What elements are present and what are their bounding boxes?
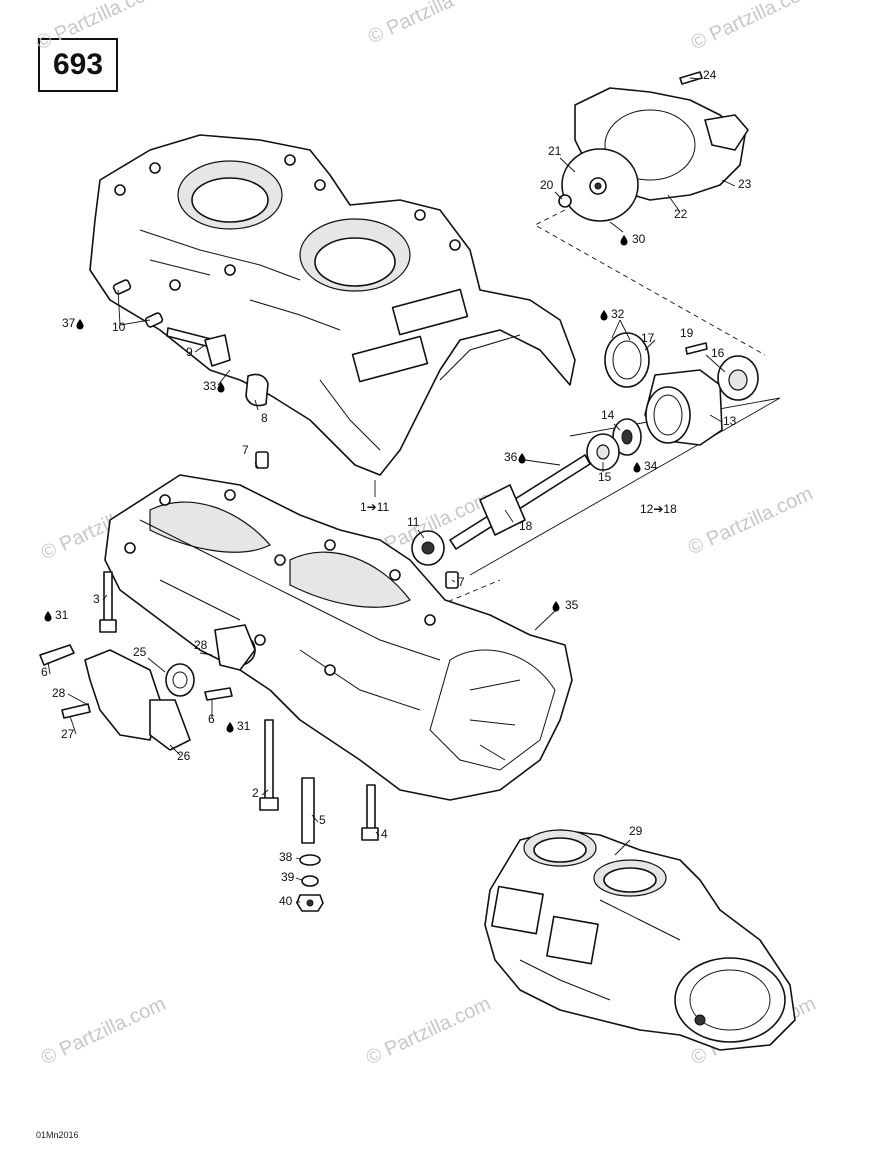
callout-c26: 26	[177, 749, 191, 763]
callout-c37: 37	[62, 316, 76, 330]
callout-c2: 2	[252, 786, 259, 800]
callout-c28b: 28	[52, 686, 66, 700]
callout-c21: 21	[548, 144, 562, 158]
page-number: 693	[52, 48, 104, 81]
oil-drop-icon	[76, 319, 84, 330]
oil-pump-parts	[39, 624, 256, 751]
watermark: © Partzilla.com	[33, 0, 164, 55]
upper-small-parts	[112, 279, 269, 407]
callout-c18: 18	[519, 519, 533, 533]
callout-c13: 13	[723, 414, 737, 428]
engine-assembly	[484, 829, 796, 1051]
lower-fasteners	[99, 451, 459, 912]
oil-drop-icon	[600, 310, 608, 321]
upper-crankcase	[89, 134, 576, 476]
callout-c15: 15	[598, 470, 612, 484]
callout-c11: 11	[407, 515, 420, 529]
callout-c5: 5	[319, 813, 326, 827]
callout-c6b: 6	[208, 712, 215, 726]
watermark: © Partzilla.com	[688, 0, 819, 55]
callout-c9: 9	[186, 345, 193, 359]
callout-c14: 14	[601, 408, 615, 422]
callout-c8: 8	[261, 411, 268, 425]
watermark-top: © Partzilla	[365, 0, 458, 49]
callout-c28a: 28	[194, 638, 208, 652]
callout-c12to18: 12➔18	[640, 502, 677, 516]
callout-c22: 22	[674, 207, 688, 221]
callout-c1to11: 1➔11	[360, 500, 390, 514]
callout-c29: 29	[629, 824, 643, 838]
callout-c36: 36	[504, 450, 518, 464]
callout-c31b: 31	[237, 719, 251, 733]
callout-c35: 35	[565, 598, 579, 612]
callout-c3: 3	[93, 592, 100, 606]
callout-c31a: 31	[55, 608, 69, 622]
callout-c6a: 6	[41, 665, 48, 679]
callout-c7b: 7	[458, 575, 465, 589]
callout-c32: 32	[611, 307, 625, 321]
document-code: 01Mn2016	[36, 1130, 79, 1140]
oil-drop-icon	[518, 453, 526, 464]
oil-drop-icon	[226, 722, 234, 733]
callout-c4: 4	[381, 827, 388, 841]
water-pump-housing	[558, 71, 749, 222]
oil-drop-icon	[552, 601, 560, 612]
callout-c33: 33	[203, 379, 217, 393]
watermark: © Partzilla.com	[363, 993, 494, 1070]
lower-crankcase	[104, 474, 573, 801]
callout-c38: 38	[279, 850, 293, 864]
callout-c16: 16	[711, 346, 725, 360]
callout-c30: 30	[632, 232, 646, 246]
oil-drop-icon	[217, 382, 225, 393]
callout-c17: 17	[641, 331, 655, 345]
callout-c20: 20	[540, 178, 554, 192]
leader-lines	[47, 77, 736, 903]
oil-drop-icon	[620, 235, 628, 246]
callout-c39: 39	[281, 870, 295, 884]
callout-c27: 27	[61, 727, 75, 741]
callout-c34: 34	[644, 459, 658, 473]
oil-drop-icon	[44, 611, 52, 622]
watermark: © Partzilla.com	[38, 993, 169, 1070]
callout-c40: 40	[279, 894, 293, 908]
oil-drop-icon	[633, 462, 641, 473]
watermark: © Partzilla.com	[685, 483, 816, 560]
callout-c25: 25	[133, 645, 147, 659]
callout-c24: 24	[703, 68, 717, 82]
callout-c19: 19	[680, 326, 694, 340]
callout-c7a: 7	[242, 443, 249, 457]
callout-c10: 10	[112, 320, 126, 334]
rotary-valve-shaft-assembly	[411, 332, 759, 566]
callout-c23: 23	[738, 177, 752, 191]
page-number-box: 693	[38, 38, 118, 92]
